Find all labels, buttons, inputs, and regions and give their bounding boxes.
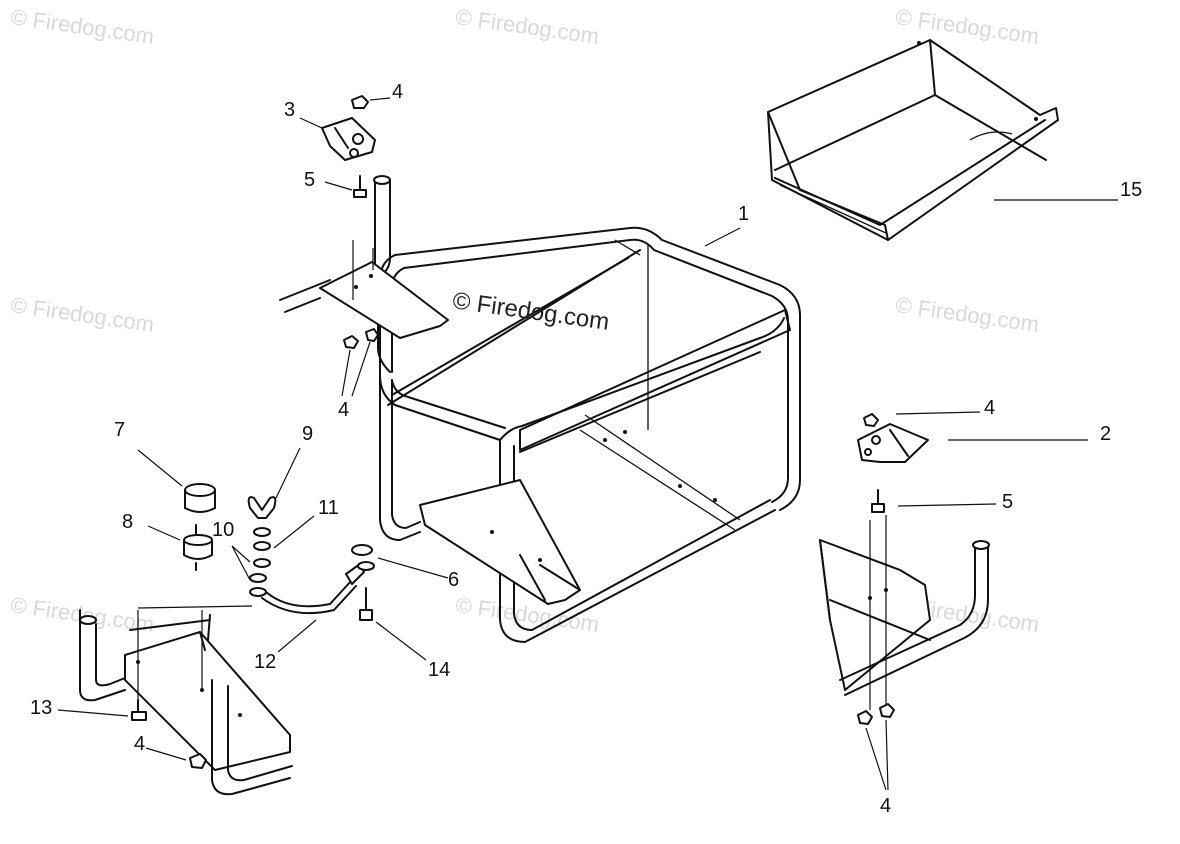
callout-4-lower-left: 4	[134, 733, 146, 755]
callout-15: 15	[1120, 179, 1143, 201]
callout-13: 13	[30, 697, 53, 719]
callout-5-upper: 5	[304, 169, 316, 191]
leader-lines	[57, 97, 1118, 761]
callout-8: 8	[122, 511, 134, 533]
lower-left-detail	[79, 483, 375, 796]
tray-part-15	[767, 39, 1059, 241]
callout-10: 10	[212, 519, 235, 541]
callout-7: 7	[114, 419, 126, 441]
callout-14: 14	[428, 659, 451, 681]
callout-1: 1	[738, 203, 750, 225]
callout-2: 2	[1100, 423, 1112, 445]
right-detail	[819, 413, 990, 791]
callout-11: 11	[318, 497, 339, 519]
callout-9: 9	[302, 423, 314, 445]
callout-4-upper-left: 4	[338, 399, 350, 421]
callout-5-right: 5	[1002, 491, 1014, 513]
callout-4-right-top: 4	[984, 397, 996, 419]
frame-part-1	[377, 226, 801, 643]
upper-left-detail	[279, 95, 449, 397]
callout-12: 12	[254, 651, 277, 673]
callout-4-top: 4	[392, 81, 404, 103]
callout-3: 3	[284, 99, 296, 121]
callout-6: 6	[448, 569, 460, 591]
callout-4-lower-right: 4	[880, 795, 892, 817]
